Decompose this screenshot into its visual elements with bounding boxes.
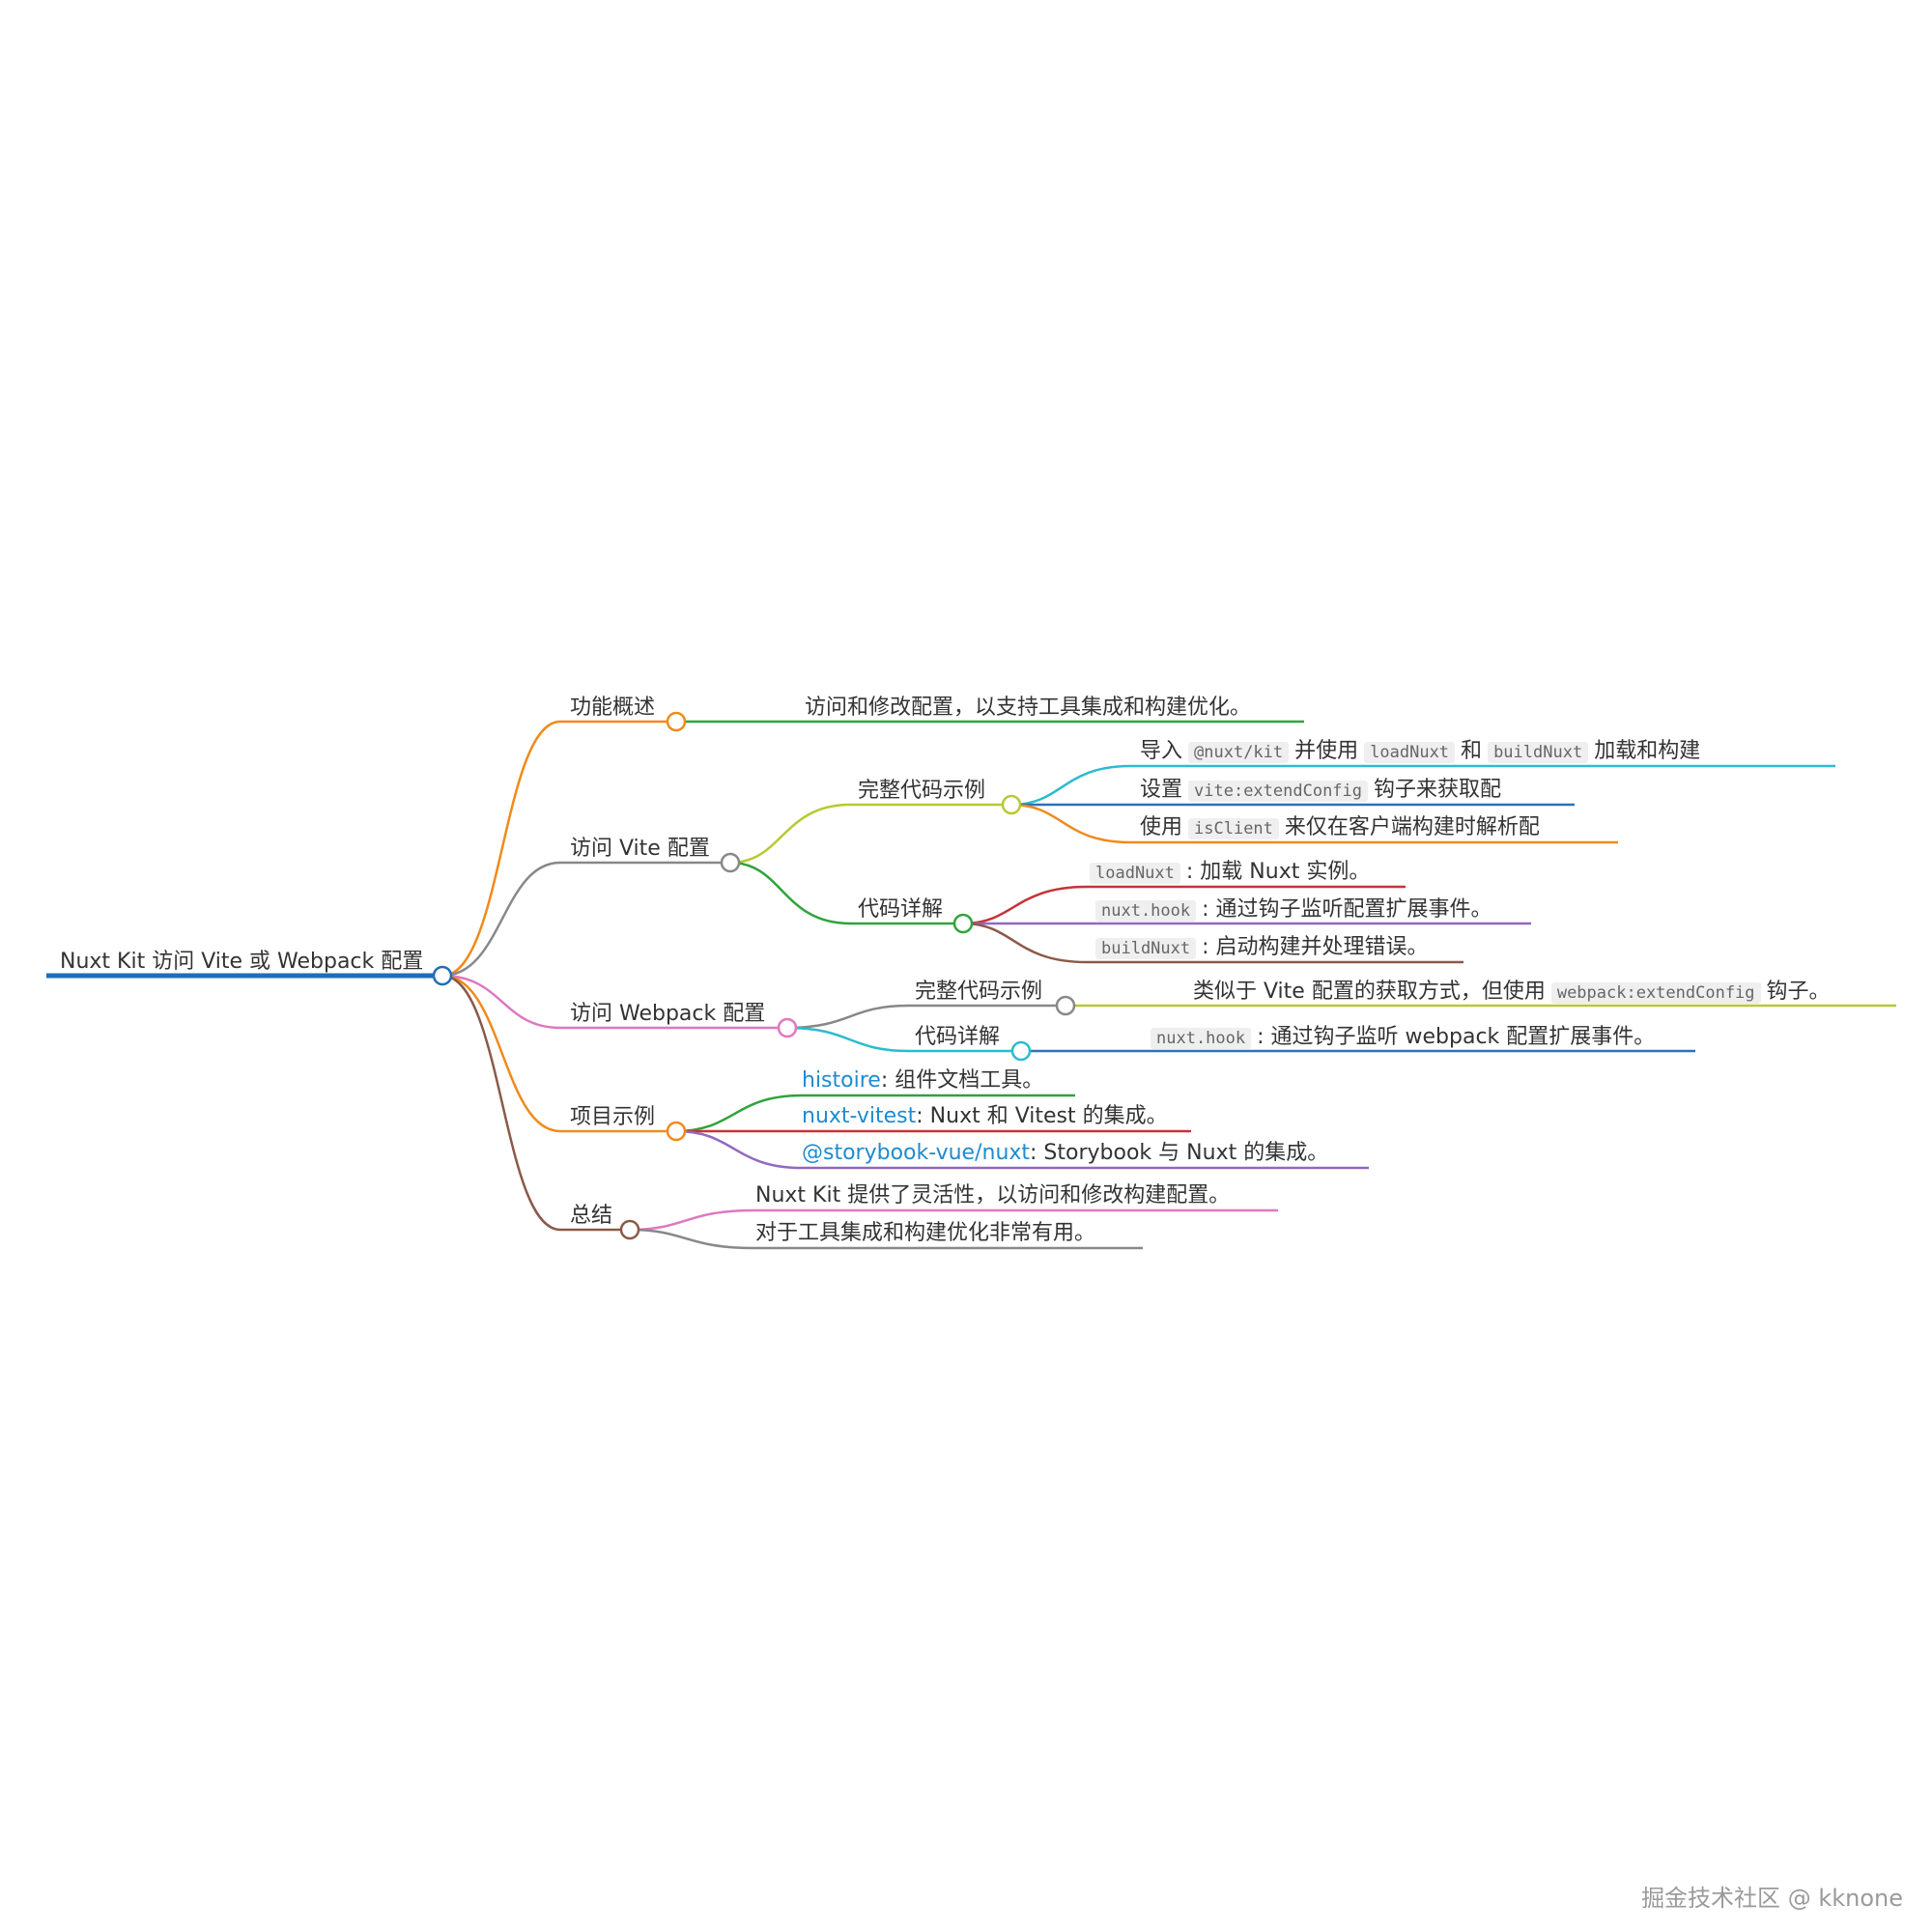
text: : 通过钩子监听 webpack 配置扩展事件。	[1257, 1025, 1656, 1049]
edge-summary	[441, 974, 561, 1232]
code: loadNuxt	[1364, 742, 1456, 763]
code: loadNuxt	[1090, 863, 1180, 884]
text: 使用	[1140, 815, 1183, 839]
webpack-label[interactable]: 访问 Webpack 配置	[570, 1002, 766, 1026]
project-link[interactable]: @storybook-vue/nuxt	[802, 1141, 1031, 1165]
code: vite:extendConfig	[1188, 781, 1369, 802]
project-item[interactable]: nuxt-vitest: Nuxt 和 Vitest 的集成。	[802, 1102, 1168, 1131]
vite-example-label[interactable]: 完整代码示例	[858, 779, 986, 803]
code: nuxt.hook	[1095, 900, 1197, 922]
text: 钩子来获取配	[1374, 778, 1502, 802]
text: : 加载 Nuxt 实例。	[1185, 860, 1371, 884]
overview-text[interactable]: 访问和修改配置，以支持工具集成和构建优化。	[805, 696, 1252, 720]
code: buildNuxt	[1095, 938, 1197, 959]
webpack-node[interactable]	[777, 1017, 798, 1038]
summary-label[interactable]: 总结	[570, 1204, 613, 1228]
vite-label[interactable]: 访问 Vite 配置	[570, 837, 710, 861]
webpack-detail-label[interactable]: 代码详解	[915, 1025, 1001, 1049]
text: 并使用	[1294, 739, 1359, 763]
webpack-example-node[interactable]	[1055, 995, 1076, 1016]
summary-line-1[interactable]: Nuxt Kit 提供了灵活性，以访问和修改构建配置。	[755, 1183, 1231, 1208]
webpack-example-label[interactable]: 完整代码示例	[915, 980, 1043, 1004]
text: 钩子。	[1766, 980, 1831, 1004]
code: webpack:extendConfig	[1550, 982, 1761, 1004]
vite-detail-line-3[interactable]: buildNuxt: 启动构建并处理错误。	[1090, 933, 1429, 963]
project-link[interactable]: nuxt-vitest	[802, 1104, 917, 1128]
text: : 启动构建并处理错误。	[1202, 935, 1429, 959]
text: : Nuxt 和 Vitest 的集成。	[916, 1104, 1168, 1128]
text: 设置	[1140, 778, 1183, 802]
watermark: 掘金技术社区 @ kknone	[1641, 1885, 1903, 1912]
vite-example-node[interactable]	[1001, 794, 1022, 815]
overview-label[interactable]: 功能概述	[570, 696, 656, 720]
vite-detail-label[interactable]: 代码详解	[858, 897, 944, 922]
vite-detail-node[interactable]	[952, 913, 974, 934]
code: @nuxt/kit	[1188, 742, 1290, 763]
summary-node[interactable]	[619, 1219, 640, 1240]
text: 加载和构建	[1594, 739, 1701, 763]
edge-vite	[441, 861, 561, 978]
code: nuxt.hook	[1151, 1028, 1252, 1049]
overview-node[interactable]	[666, 711, 687, 732]
projects-node[interactable]	[666, 1121, 687, 1142]
text: 和	[1461, 739, 1483, 763]
webpack-detail-text[interactable]: nuxt.hook: 通过钩子监听 webpack 配置扩展事件。	[1145, 1023, 1655, 1053]
text: : 通过钩子监听配置扩展事件。	[1202, 897, 1492, 922]
edge-overview	[441, 720, 561, 978]
project-link[interactable]: histoire	[802, 1068, 881, 1093]
text: : Storybook 与 Nuxt 的集成。	[1030, 1141, 1329, 1165]
vite-detail-line-1[interactable]: loadNuxt: 加载 Nuxt 实例。	[1090, 858, 1370, 888]
edge-projects	[441, 974, 561, 1133]
project-item[interactable]: @storybook-vue/nuxt: Storybook 与 Nuxt 的集…	[802, 1139, 1328, 1168]
code: isClient	[1188, 818, 1279, 839]
root-node[interactable]	[432, 965, 453, 986]
edge-webpack	[441, 974, 561, 1030]
vite-node[interactable]	[720, 852, 741, 873]
summary-line-2[interactable]: 对于工具集成和构建优化非常有用。	[755, 1221, 1096, 1245]
text: 类似于 Vite 配置的获取方式，但使用	[1193, 980, 1546, 1004]
text: 来仅在客户端构建时解析配	[1284, 815, 1540, 839]
text: : 组件文档工具。	[880, 1068, 1044, 1093]
project-item[interactable]: histoire: 组件文档工具。	[802, 1066, 1043, 1095]
vite-detail-line-2[interactable]: nuxt.hook: 通过钩子监听配置扩展事件。	[1090, 895, 1492, 925]
webpack-detail-node[interactable]	[1010, 1040, 1032, 1062]
root-label[interactable]: Nuxt Kit 访问 Vite 或 Webpack 配置	[60, 950, 424, 974]
code: buildNuxt	[1488, 742, 1589, 763]
text: 导入	[1140, 739, 1183, 763]
projects-label[interactable]: 项目示例	[570, 1105, 656, 1129]
